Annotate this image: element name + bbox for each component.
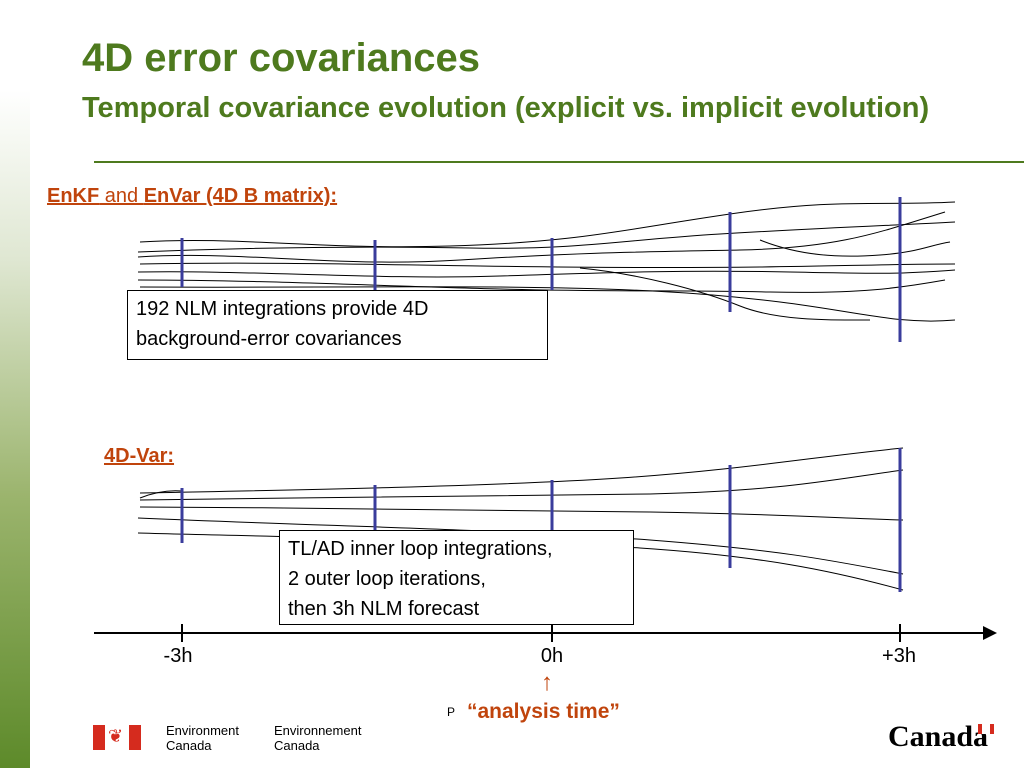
fourdvar-note-line2: 2 outer loop iterations, (288, 568, 486, 590)
enkf-trajectory (139, 201, 956, 248)
enkf-trajectory (139, 286, 956, 322)
enkf-trajectory (579, 267, 871, 321)
time-axis (94, 624, 997, 642)
enkf-label-part1: EnKF (47, 185, 100, 207)
fourdvar-trajectory (139, 490, 183, 499)
fourdvar-note-box: TL/AD inner loop integrations, 2 outer l… (279, 530, 634, 625)
enkf-label-part3: EnVar (4D B matrix): (143, 185, 338, 207)
enkf-trajectory (759, 239, 951, 257)
dept-fr-line2: Canada (274, 737, 320, 753)
side-gradient-bar (0, 90, 30, 768)
enkf-trajectory (139, 262, 956, 269)
analysis-marker: P (447, 705, 456, 719)
dept-name-fr: Environnement Canada (274, 723, 362, 754)
fourdvar-label-text: 4D-Var: (104, 445, 175, 467)
fourdvar-trajectory (139, 506, 904, 521)
canada-wordmark: Canada (888, 720, 989, 753)
analysis-time-label: “analysis time” (467, 700, 620, 723)
title-divider (94, 161, 1024, 163)
enkf-trajectories (137, 201, 956, 322)
canada-flag-icon: ❦ (93, 725, 141, 750)
fourdvar-trajectory (139, 447, 904, 494)
fourdvar-label: 4D-Var: (104, 445, 174, 468)
dept-en-line2: Canada (166, 737, 212, 753)
tick-label-0h: 0h (540, 645, 564, 667)
fourdvar-trajectory (139, 469, 904, 501)
tick-label-minus3h: -3h (163, 645, 193, 667)
enkf-label-part2: and (99, 185, 144, 207)
enkf-trajectory (137, 279, 946, 293)
enkf-trajectory (137, 269, 956, 278)
page-title: 4D error covariances (82, 36, 481, 80)
enkf-note-line2: background-error covariances (136, 328, 402, 350)
wordmark-flag-icon (978, 724, 994, 734)
tick-label-plus3h: +3h (882, 645, 916, 667)
enkf-trajectory (137, 211, 946, 263)
page-subtitle: Temporal covariance evolution (explicit … (82, 92, 930, 124)
fourdvar-note-line3: then 3h NLM forecast (288, 598, 480, 620)
dept-en-line1: Environment (166, 723, 239, 738)
enkf-trajectory (137, 221, 956, 253)
enkf-label: EnKF and EnVar (4D B matrix): (47, 185, 337, 208)
dept-name-en: Environment Canada (166, 723, 239, 754)
dept-fr-line1: Environnement (274, 723, 362, 738)
analysis-arrow-icon: ↑ (541, 669, 553, 696)
enkf-time-bars (180, 197, 902, 342)
time-axis-arrowhead (983, 626, 997, 640)
enkf-note-line1: 192 NLM integrations provide 4D (136, 298, 429, 320)
fourdvar-time-bars (180, 448, 902, 592)
enkf-note-box: 192 NLM integrations provide 4D backgrou… (127, 290, 548, 360)
fourdvar-note-line1: TL/AD inner loop integrations, (288, 538, 553, 560)
